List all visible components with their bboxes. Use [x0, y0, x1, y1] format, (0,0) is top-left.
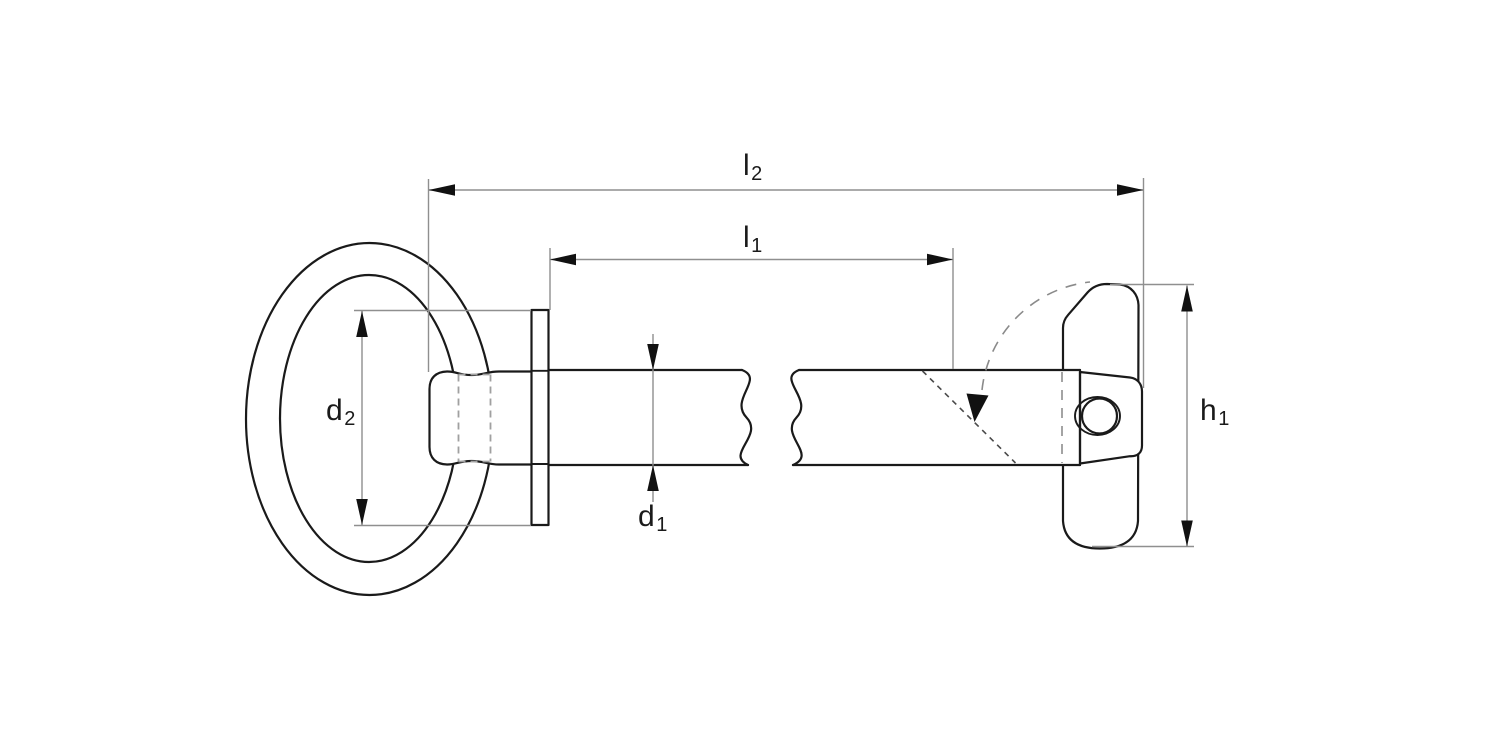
label-h1-sub: 1 [1218, 408, 1230, 430]
label-h1-main: h [1200, 394, 1217, 427]
pin-head-outline [428, 370, 534, 466]
toggle-pivot-hole [1074, 396, 1121, 436]
toggle-swing-arc [966, 281, 1091, 422]
washer-flange [530, 308, 550, 527]
pin-shaft-left-segment [547, 368, 753, 467]
cap-outline [1078, 370, 1144, 465]
swing-direction-arrowhead [966, 393, 989, 422]
dimension-d2 [354, 309, 531, 527]
dimension-l1 [549, 248, 954, 369]
flange-outline [530, 308, 550, 527]
pin-head [428, 370, 534, 466]
label-l2-main: l [743, 149, 750, 182]
pin-tip-cap [1074, 368, 1144, 467]
label-d2-main: d [326, 394, 343, 427]
shaft-break-symbol-left [739, 368, 753, 467]
label-d1-sub: 1 [656, 514, 668, 536]
label-l1-main: l [743, 221, 750, 254]
hidden-ring-section [457, 373, 492, 463]
label-l2-sub: 2 [751, 163, 763, 185]
label-l1-sub: 1 [751, 235, 763, 257]
dimension-l2 [427, 178, 1145, 388]
dimension-d1 [647, 334, 659, 502]
pin-shaft-right-segment [790, 368, 1082, 467]
dimension-h1 [1092, 283, 1194, 548]
label-d1-main: d [638, 500, 655, 533]
toggle-open-position-line [921, 370, 1017, 464]
shaft-break-symbol-right [790, 368, 803, 467]
label-d2-sub: 2 [344, 408, 356, 430]
